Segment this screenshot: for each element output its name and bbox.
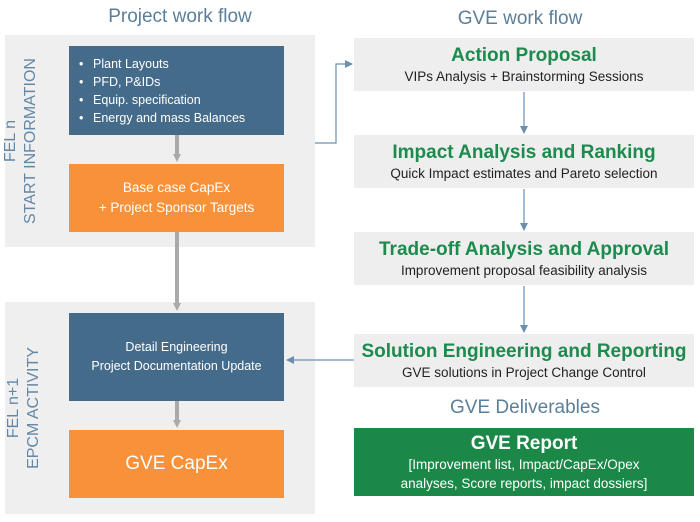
step-subtitle: GVE solutions in Project Change Control [402,364,646,380]
solution-engineering-box: Solution Engineering and Reporting GVE s… [354,334,694,387]
detail-engineering-box: Detail Engineering Project Documentation… [69,313,284,401]
start-information-list: Plant Layouts PFD, P&IDs Equip. specific… [69,46,284,127]
list-item: Equip. specification [79,91,284,109]
detail-engineering-line2: Project Documentation Update [91,359,262,373]
base-case-capex-line1: Base case CapEx [122,180,231,195]
gve-report-title: GVE Report [470,432,578,454]
step-title: Trade-off Analysis and Approval [379,238,669,260]
step-subtitle: Quick Impact estimates and Pareto select… [390,165,658,181]
step-title: Impact Analysis and Ranking [392,141,656,163]
list-item: Energy and mass Balances [79,109,284,127]
base-case-capex-line2: + Project Sponsor Targets [98,200,255,215]
detail-engineering-line1: Detail Engineering [125,340,228,354]
step-subtitle: Improvement proposal feasibility analysi… [400,262,648,278]
gve-capex-box: GVE CapEx [69,430,284,498]
trade-off-box: Trade-off Analysis and Approval Improvem… [354,232,694,285]
action-proposal-box: Action Proposal VIPs Analysis + Brainsto… [354,38,694,91]
base-case-capex-box: Base case CapEx + Project Sponsor Target… [69,164,284,232]
impact-analysis-box: Impact Analysis and Ranking Quick Impact… [354,135,694,188]
start-information-box: Plant Layouts PFD, P&IDs Equip. specific… [69,46,284,135]
list-item: Plant Layouts [79,55,284,73]
gve-report-box: GVE Report [Improvement list, Impact/Cap… [354,428,694,496]
project-workflow-heading: Project work flow [108,6,252,27]
gve-report-line2: analyses, Score reports, impact dossiers… [400,475,648,491]
step-subtitle: VIPs Analysis + Brainstorming Sessions [404,68,644,84]
list-item: PFD, P&IDs [79,73,284,91]
connector-panel-to-action [315,60,353,144]
gve-report-line1: [Improvement list, Impact/CapEx/Opex [408,456,640,472]
gve-capex-text: GVE CapEx [125,453,228,474]
gve-deliverables-heading: GVE Deliverables [450,397,600,418]
step-title: Action Proposal [451,44,597,66]
gve-workflow-heading: GVE work flow [457,8,583,29]
step-title: Solution Engineering and Reporting [361,340,687,362]
